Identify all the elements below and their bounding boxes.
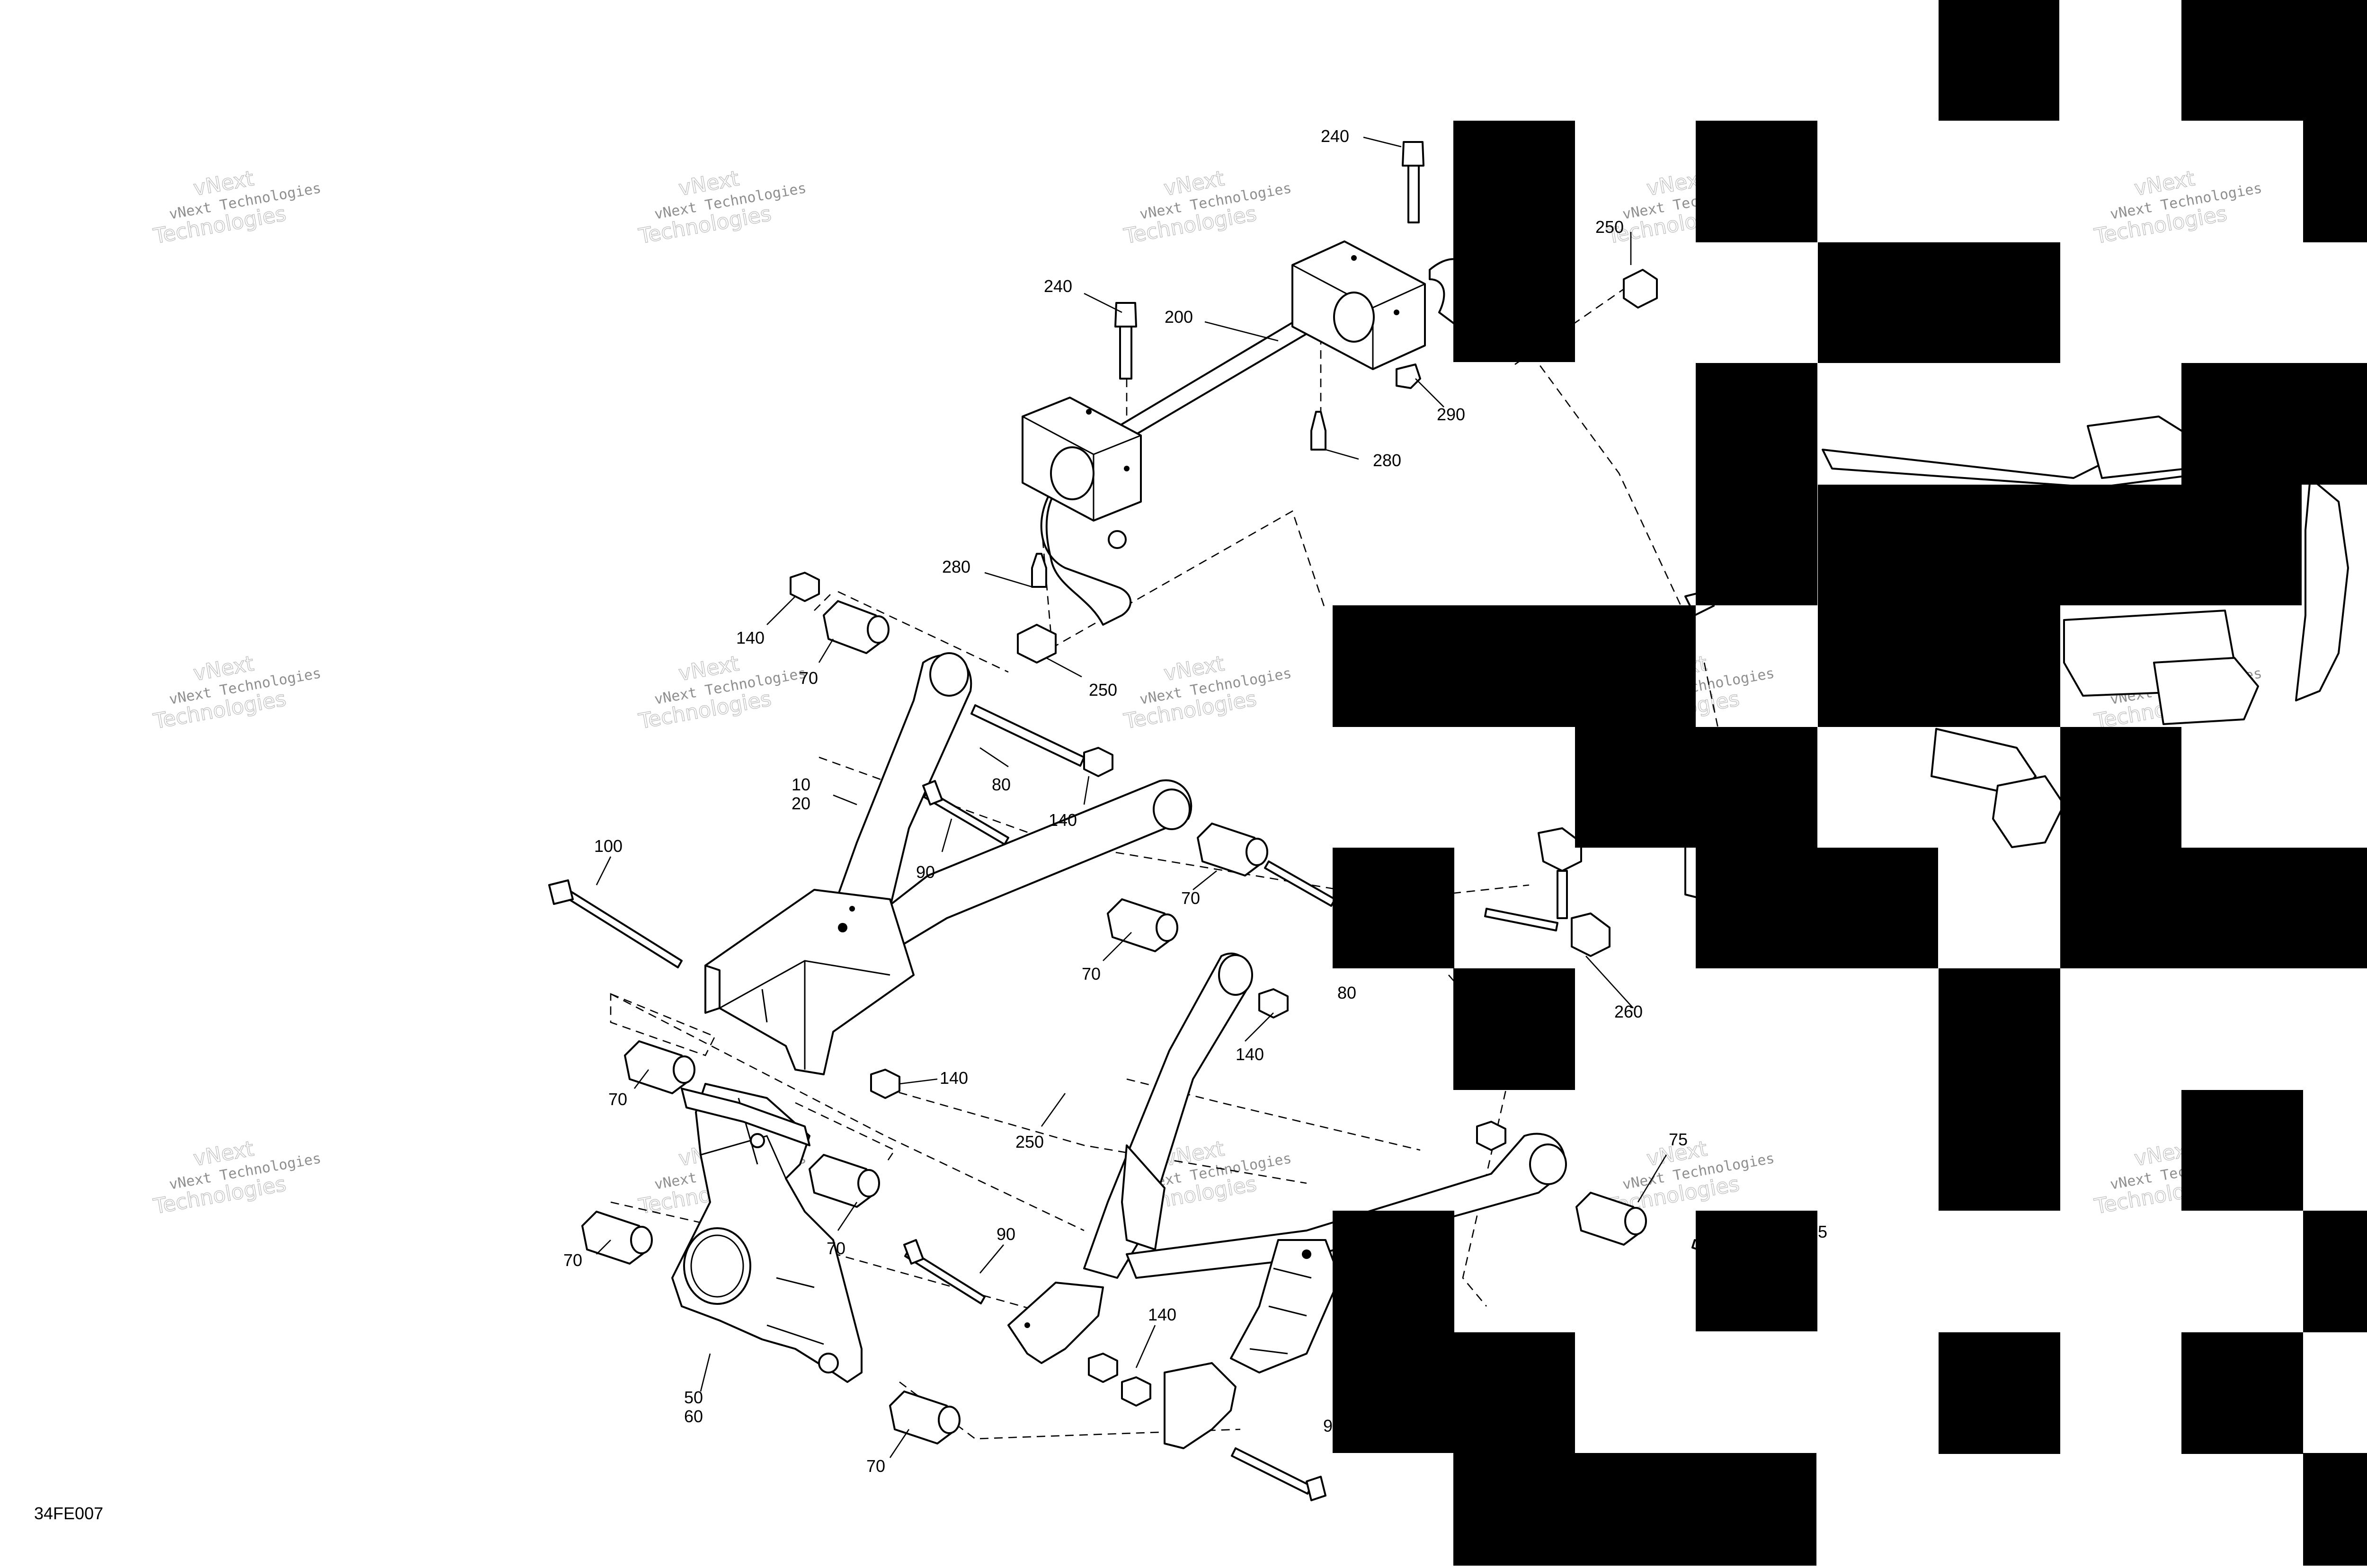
callout-240-left: 240 [1044, 276, 1072, 296]
nut-250-mid [1017, 624, 1057, 664]
knuckle [671, 1083, 863, 1383]
callout-100: 100 [594, 836, 623, 856]
callout-140-c: 140 [1236, 1045, 1264, 1064]
nut-250-top [1623, 269, 1658, 309]
callout-labels: 240 240 200 250 250 290 280 280 140 140 … [563, 126, 1827, 1476]
callout-240-top: 240 [1321, 126, 1349, 146]
callout-250-lower: 250 [1015, 1132, 1044, 1152]
callout-250-top: 250 [1595, 217, 1624, 237]
bolt-280-lower [1031, 553, 1047, 588]
callout-70-c: 70 [1082, 964, 1101, 983]
nut-290 [1396, 363, 1421, 389]
callout-140-b: 140 [1049, 810, 1077, 830]
washer-small [1108, 530, 1127, 549]
callout-60: 60 [684, 1407, 703, 1426]
stabilizer-bar [1017, 141, 1658, 664]
callout-20: 20 [792, 794, 810, 813]
callout-200: 200 [1165, 307, 1193, 327]
callout-50: 50 [684, 1388, 703, 1407]
callout-70-a: 70 [799, 668, 818, 688]
callout-9: 9 [1323, 1416, 1333, 1435]
callout-70-b: 70 [1181, 888, 1200, 908]
callout-80-a: 80 [992, 775, 1011, 794]
assembled-view [1684, 416, 2349, 900]
bolt-240-left [1114, 302, 1137, 380]
redaction-blocks [1333, 0, 2367, 1566]
callout-140-d: 140 [940, 1068, 968, 1088]
stabilizer-link [1538, 827, 1611, 957]
bolt-280-upper [1310, 411, 1326, 451]
bushing-clamp-right [1291, 240, 1426, 370]
callout-280-left: 280 [942, 557, 970, 576]
bushings-70 [581, 600, 1647, 1444]
bushing-clamp-left [1022, 397, 1142, 522]
callout-140-a: 140 [736, 628, 765, 647]
callout-70-e: 70 [827, 1239, 845, 1258]
figure-code: 34FE007 [34, 1504, 103, 1523]
callout-140-e: 140 [1148, 1305, 1176, 1324]
callout-250-mid: 250 [1089, 680, 1117, 700]
callout-75: 75 [1669, 1130, 1688, 1149]
callout-70-d: 70 [608, 1090, 627, 1109]
callout-90-b: 90 [997, 1224, 1015, 1244]
bolt-240-right [1402, 141, 1424, 223]
callout-10: 10 [792, 775, 810, 794]
callout-290: 290 [1437, 405, 1465, 424]
callout-70-f: 70 [563, 1250, 582, 1270]
callout-260: 260 [1614, 1002, 1643, 1021]
leader-lines [596, 136, 1667, 1458]
callout-280-right: 280 [1373, 451, 1401, 470]
nuts-140 [790, 572, 1506, 1407]
lower-a-arm [1007, 952, 1567, 1449]
callout-70-g: 70 [866, 1456, 885, 1476]
callout-80-b: 80 [1337, 983, 1356, 1002]
callout-90-a: 90 [916, 862, 935, 882]
upper-a-arm [704, 652, 1192, 1075]
